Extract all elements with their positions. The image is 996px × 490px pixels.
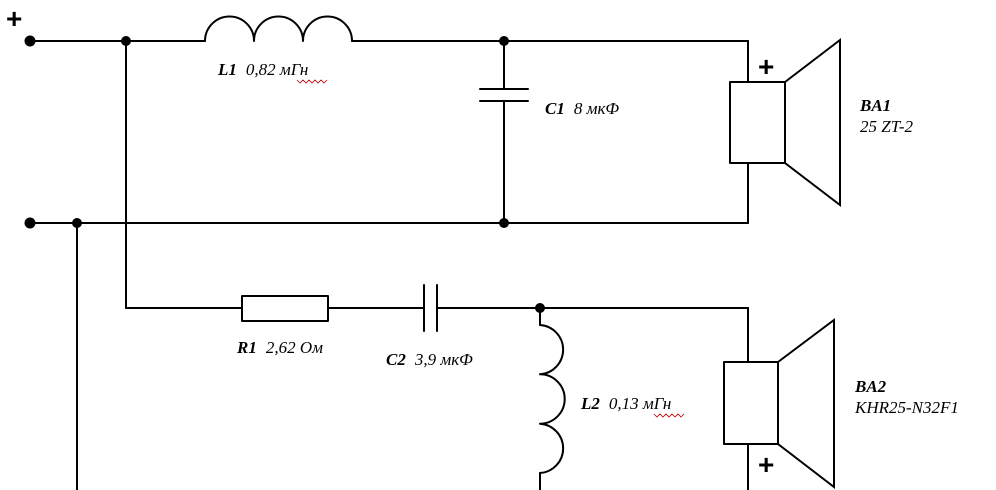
junction-dot [72, 218, 82, 228]
wiring [29, 40, 749, 490]
spellcheck-underline [296, 79, 328, 84]
ba1-model: 25 ZT-2 [860, 117, 914, 136]
c2-label: C2 3,9 мкФ [386, 350, 473, 369]
ba2-ref: BA2 [854, 377, 887, 396]
junction-dot [121, 36, 131, 46]
ba1-plus-sign: + [758, 51, 774, 82]
r1-resistor-symbol [241, 295, 329, 322]
ba1-ref: BA1 [859, 96, 891, 115]
r1-ref: R1 [236, 338, 257, 357]
ba1-magnet [729, 81, 786, 164]
junction-dot [499, 36, 509, 46]
ba2-cone [777, 318, 835, 490]
l1-label: L1 0,82 мГн [217, 60, 308, 79]
junction-dot [499, 218, 509, 228]
c2-value: 3,9 мкФ [414, 350, 473, 369]
c1-label: C1 8 мкФ [545, 99, 619, 118]
ba2-magnet [723, 361, 779, 445]
l1-value: 0,82 мГн [246, 60, 308, 79]
c1-ref: C1 [545, 99, 565, 118]
c2-ref: C2 [386, 350, 406, 369]
ba2-plus-sign: + [758, 449, 774, 480]
r1-value: 2,62 Ом [266, 338, 323, 357]
terminal-minus-dot [24, 217, 36, 229]
r1-label: R1 2,62 Ом [236, 338, 323, 357]
ba2-speaker [723, 318, 835, 490]
c1-value: 8 мкФ [574, 99, 620, 118]
ba1-cone [784, 37, 841, 208]
ba2-model: KHR25-N32F1 [854, 398, 959, 417]
l1-ref: L1 [217, 60, 237, 79]
input-plus-sign: + [6, 3, 22, 34]
terminal-plus-dot [24, 35, 36, 47]
junctions [24, 35, 545, 313]
l2-value: 0,13 мГн [609, 394, 671, 413]
l2-label: L2 0,13 мГн [580, 394, 671, 413]
l1-inductor-symbol [204, 15, 353, 42]
l2-ref: L2 [580, 394, 600, 413]
spellcheck-underline [653, 413, 685, 418]
ba1-speaker [729, 37, 841, 208]
junction-dot [535, 303, 545, 313]
l2-inductor-symbol [539, 324, 566, 474]
